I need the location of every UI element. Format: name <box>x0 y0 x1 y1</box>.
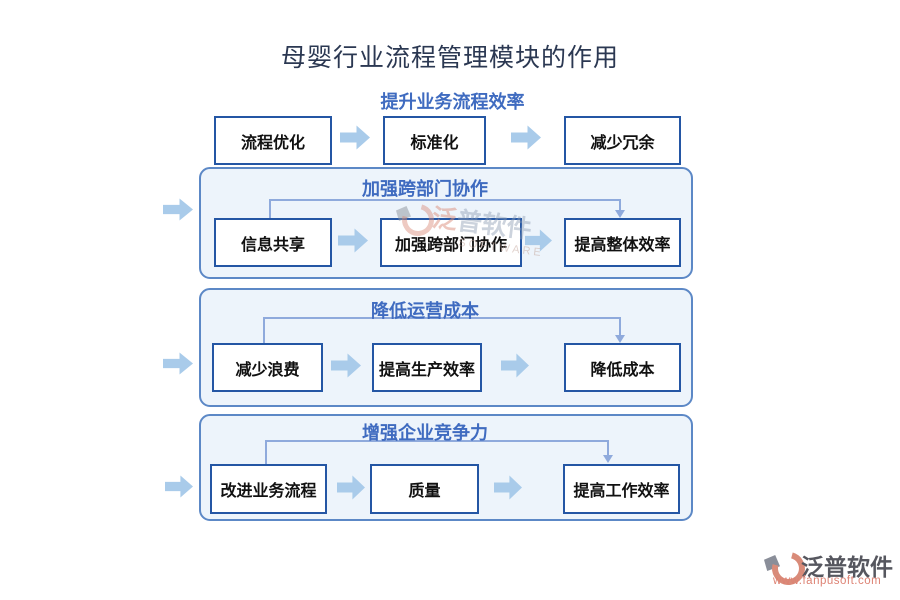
section2-heading: 加强跨部门协作 <box>362 179 488 199</box>
flow-box: 加强跨部门协作 <box>380 218 522 267</box>
brand-website: www.fanpusoft.com <box>773 575 882 587</box>
connector-line <box>263 318 265 343</box>
right-arrow-icon <box>163 352 193 375</box>
flow-box: 提高整体效率 <box>564 218 681 267</box>
connector-line <box>607 441 609 455</box>
flow-box: 减少冗余 <box>564 116 681 165</box>
page-title: 母婴行业流程管理模块的作用 <box>280 45 619 72</box>
right-arrow-icon <box>511 125 541 150</box>
connector-line <box>619 200 621 210</box>
flow-box: 降低成本 <box>564 343 681 392</box>
section4-heading: 增强企业竞争力 <box>362 423 488 443</box>
right-arrow-icon <box>165 475 193 498</box>
brand-logo-icon <box>764 545 812 592</box>
connector-line <box>269 199 621 201</box>
flow-box: 提高生产效率 <box>372 343 482 392</box>
flow-box: 提高工作效率 <box>563 464 680 514</box>
flow-box: 信息共享 <box>214 218 332 267</box>
brand-name: 泛普软件 <box>801 554 893 580</box>
connector-arrowhead-icon <box>615 335 625 343</box>
connector-line <box>269 200 271 218</box>
right-arrow-icon <box>163 198 193 221</box>
connector-arrowhead-icon <box>603 455 613 463</box>
connector-line <box>619 318 621 335</box>
connector-line <box>263 317 621 319</box>
flow-box: 减少浪费 <box>212 343 323 392</box>
flow-box: 改进业务流程 <box>210 464 327 514</box>
flow-box: 质量 <box>370 464 479 514</box>
connector-line <box>265 440 609 442</box>
right-arrow-icon <box>340 125 370 150</box>
connector-arrowhead-icon <box>615 210 625 218</box>
connector-line <box>265 441 267 464</box>
section3-heading: 降低运营成本 <box>371 301 479 321</box>
flow-box: 标准化 <box>383 116 486 165</box>
flow-box: 流程优化 <box>214 116 332 165</box>
section1-heading: 提升业务流程效率 <box>380 92 525 112</box>
brand-leaf-shape <box>764 555 780 571</box>
